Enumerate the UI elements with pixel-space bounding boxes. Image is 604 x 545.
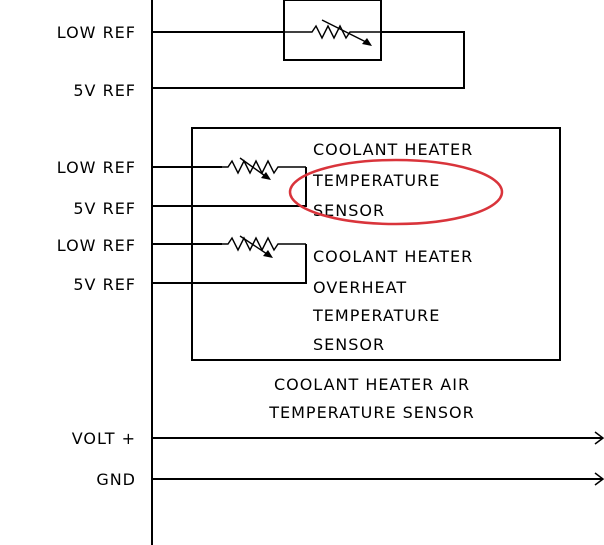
pin-low-ref-3: LOW REF bbox=[57, 236, 136, 255]
arrow-right-icon bbox=[594, 431, 604, 445]
overheat-sensor-line-1: COOLANT HEATER bbox=[313, 247, 473, 266]
pin-5v-ref-3: 5V REF bbox=[73, 275, 136, 294]
arrow-right-icon bbox=[594, 472, 604, 486]
wire-5v-ref-3 bbox=[152, 244, 307, 284]
sensor-name-line-3: SENSOR bbox=[313, 201, 385, 220]
pin-5v-ref-2: 5V REF bbox=[73, 199, 136, 218]
thermistor-icon bbox=[284, 19, 381, 46]
highlight-circle bbox=[288, 158, 504, 226]
group-label-line-2: TEMPERATURE SENSOR bbox=[268, 403, 475, 422]
wire-5v-ref-2 bbox=[152, 167, 307, 207]
pin-5v-ref-1: 5V REF bbox=[73, 81, 136, 100]
overheat-sensor-line-3: TEMPERATURE bbox=[312, 306, 440, 325]
overheat-sensor-line-2: OVERHEAT bbox=[313, 278, 407, 297]
top-sensor-box bbox=[283, 0, 382, 61]
pin-volt-plus: VOLT + bbox=[72, 429, 136, 448]
pin-gnd: GND bbox=[96, 470, 136, 489]
sensor-name-line-1: COOLANT HEATER bbox=[313, 140, 473, 159]
thermistor-icon bbox=[222, 157, 306, 180]
sensor-name-line-2: TEMPERATURE bbox=[312, 171, 440, 190]
group-label-line-1: COOLANT HEATER AIR bbox=[274, 375, 470, 394]
pin-low-ref-1: LOW REF bbox=[57, 23, 136, 42]
overheat-sensor-line-4: SENSOR bbox=[313, 335, 385, 354]
wire-5v-ref-1 bbox=[152, 31, 465, 89]
thermistor-icon bbox=[222, 235, 306, 258]
pin-low-ref-2: LOW REF bbox=[57, 158, 136, 177]
